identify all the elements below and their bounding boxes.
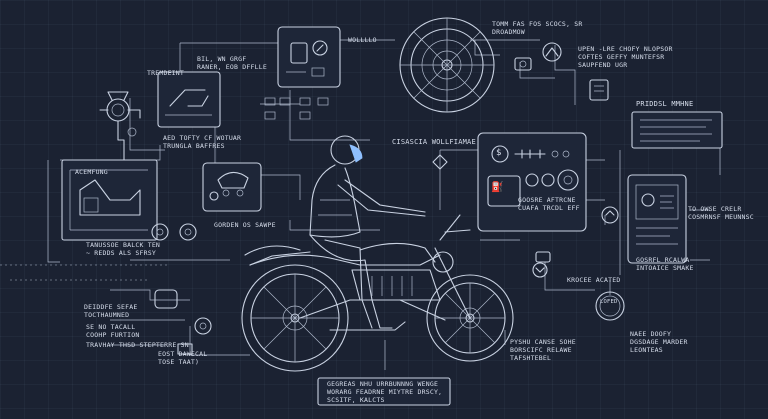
helmet-box: [202, 162, 262, 212]
label-gauge-caption: GOOSRE AFTRCNE CUAFA TRCDL EFF: [518, 196, 580, 212]
label-top-right-b: UPEN -LRE CHOFY NLOPSOR COFTES GEFFY MUN…: [578, 45, 673, 69]
gauge-panel: [477, 132, 587, 232]
label-top-center: WOLLLLO: [348, 36, 377, 44]
badge-label: LOFED: [600, 299, 618, 305]
ui-chips: [264, 97, 329, 120]
label-left-low-c: TRAVHAY THSD STEPTERRE SN: [86, 341, 189, 349]
top-right-icons: [514, 42, 609, 101]
rider: [309, 135, 426, 329]
diamond-marker: [432, 154, 448, 170]
label-center: CISASCIA WOLLFIAMAE: [392, 138, 476, 146]
label-right-col-a: TO OWSE CRELR COSMRNSF MEUNNSC: [688, 205, 754, 221]
label-right-col-b: GOSRFL RCALWA INTOAICE SMAKE: [636, 256, 694, 272]
tablet-device: [601, 174, 687, 264]
footer-box: [317, 377, 451, 406]
label-right-panel-title: PRIDDSL MMHNE: [636, 100, 694, 108]
left-schematic: [61, 159, 158, 241]
label-left-low-d: EOST DAWECAL TOSE TAAT): [158, 350, 208, 366]
dollar-icon: $: [496, 148, 502, 158]
motorcycle: [241, 214, 514, 372]
label-right-low: NAEE DOOFY DGSDAGE MARDER LEONTEAS: [630, 330, 688, 354]
label-left-low-b: SE NO TACALL COOHP FURTION: [86, 323, 140, 339]
label-top-left-a: TREMDEINT: [147, 69, 185, 77]
engine-part-box: [277, 26, 341, 88]
gauge-device: [99, 91, 141, 171]
footer-caption: GEGREAS NHU URRBUNNNG WENGE WORARG FEADR…: [327, 380, 443, 404]
label-right-col-c: KROCEE ACATED: [567, 276, 621, 284]
wheel-diagram: [399, 17, 495, 113]
label-left-edge: ACEMFUNG: [75, 168, 108, 176]
right-panel: [631, 111, 723, 149]
label-mid-left: GORDEN OS SAWPE: [214, 221, 276, 229]
label-top-left-b: BIL, WN GRGF RANER, EOB DFFLLE: [197, 55, 267, 71]
gear-badge: [595, 291, 625, 321]
handlebar-box: [157, 71, 221, 128]
label-left-low-a: DEIDDFE SEFAE TOCTHAUMNED: [84, 303, 138, 319]
fuel-icon: ⛽: [491, 182, 504, 193]
label-left-mid: AED TOFTY CF WOTUAR TRUNGLA BAFFRES: [163, 134, 242, 150]
label-top-right-a: TOMM FAS FOS SCOCS, SR DROADMOW: [492, 20, 583, 36]
small-icons: [151, 223, 551, 355]
label-schematic-caption: TANUSSOE BALCK TEN ~ REDDS ALS SFRSY: [86, 241, 161, 257]
label-bottom-center: PYSHU CANSE SOHE BORSCIFC RELAWE TAFSHTE…: [510, 338, 576, 362]
